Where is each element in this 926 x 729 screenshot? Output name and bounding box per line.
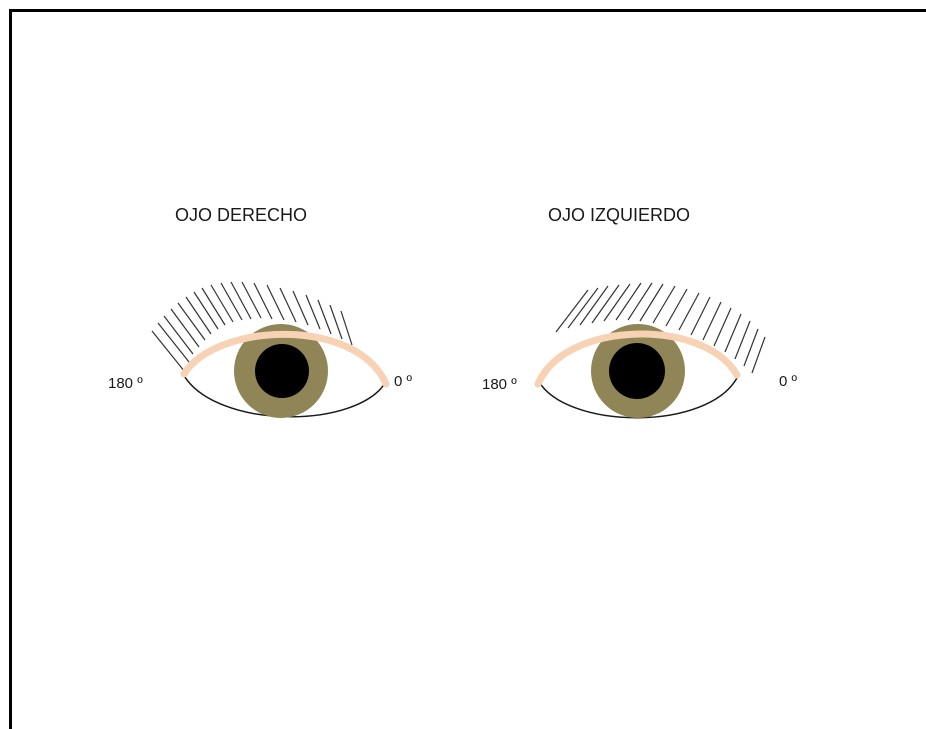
left-eye-pupil xyxy=(609,343,665,399)
left-eye xyxy=(534,282,766,419)
left-eye-lid-arc xyxy=(534,330,741,388)
right-eye xyxy=(151,281,390,418)
page-frame xyxy=(9,9,926,729)
left-eye-lashes xyxy=(555,282,766,374)
right-eye-lashes xyxy=(151,281,353,373)
right-eye-pupil xyxy=(255,344,309,398)
eyes-diagram xyxy=(151,281,766,419)
right-eye-180-label: 180 º xyxy=(108,375,143,392)
left-eye-0-label: 0 º xyxy=(779,373,797,390)
left-eye-180-label: 180 º xyxy=(482,376,517,393)
right-eye-0-label: 0 º xyxy=(394,373,412,390)
right-eye-lid-arc xyxy=(180,330,390,388)
left-eye-title: OJO IZQUIERDO xyxy=(548,205,691,225)
right-eye-title: OJO DERECHO xyxy=(175,205,308,225)
